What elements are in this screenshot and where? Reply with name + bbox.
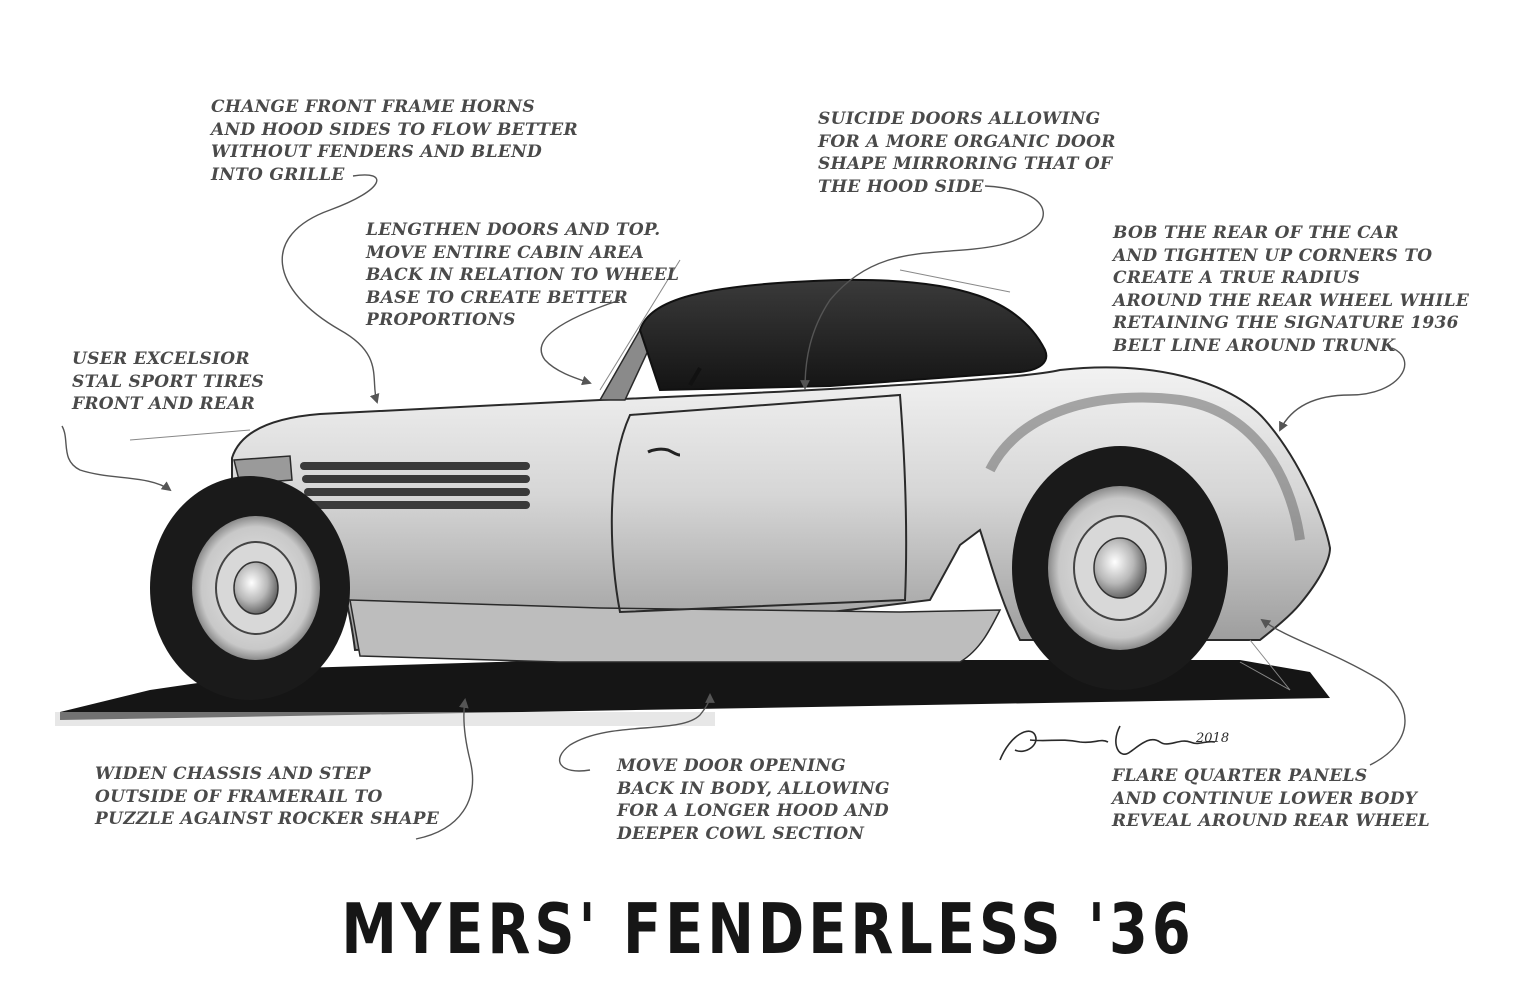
note-line: FLARE QUARTER PANELS	[1112, 766, 1368, 786]
note-flare-quarters: FLARE QUARTER PANELS AND CONTINUE LOWER …	[1112, 765, 1430, 833]
rear-wheel	[1012, 446, 1228, 690]
note-line: CHANGE FRONT FRAME HORNS	[211, 97, 535, 117]
soft-top	[638, 278, 1048, 392]
note-line: AROUND THE REAR WHEEL WHILE	[1113, 290, 1470, 311]
leader-tires	[61, 425, 172, 492]
note-line: BOB THE REAR OF THE CAR	[1113, 223, 1399, 243]
note-line: AND CONTINUE LOWER BODY	[1112, 788, 1418, 809]
front-wheel	[150, 476, 350, 700]
leader-front-frame	[281, 174, 380, 404]
note-line: FOR A MORE ORGANIC DOOR	[818, 131, 1116, 152]
leader-lengthen-doors	[540, 299, 621, 386]
leader-move-door	[558, 693, 715, 772]
note-line: DEEPER COWL SECTION	[617, 823, 865, 844]
note-line: STAL SPORT TIRES	[72, 371, 265, 392]
note-line: WITHOUT FENDERS AND BLEND	[211, 142, 542, 162]
note-line: PUZZLE AGAINST ROCKER SHAPE	[95, 809, 440, 829]
note-line: MOVE DOOR OPENING	[617, 756, 846, 776]
note-tires: USER EXCELSIOR STAL SPORT TIRES FRONT AN…	[72, 348, 264, 416]
note-line: SUICIDE DOORS ALLOWING	[818, 109, 1101, 129]
note-line: MOVE ENTIRE CABIN AREA	[366, 242, 645, 263]
note-line: FOR A LONGER HOOD AND	[617, 801, 889, 821]
note-line: BACK IN BODY, ALLOWING	[617, 778, 890, 799]
note-bob-rear: BOB THE REAR OF THE CAR AND TIGHTEN UP C…	[1113, 222, 1469, 357]
note-line: AND TIGHTEN UP CORNERS TO	[1113, 245, 1433, 266]
hood-louvers	[300, 462, 530, 509]
leader-flare-quarters	[1260, 618, 1406, 766]
note-line: FRONT AND REAR	[72, 394, 256, 414]
note-front-frame: CHANGE FRONT FRAME HORNS AND HOOD SIDES …	[211, 96, 578, 186]
note-lengthen-doors: LENGTHEN DOORS AND TOP. MOVE ENTIRE CABI…	[366, 219, 679, 332]
page-title: MYERS' FENDERLESS '36	[341, 888, 1195, 970]
leader-suicide-doors	[800, 185, 1044, 390]
note-line: PROPORTIONS	[366, 310, 516, 330]
note-line: REVEAL AROUND REAR WHEEL	[1112, 811, 1430, 831]
note-line: SHAPE MIRRORING THAT OF	[818, 154, 1113, 174]
note-line: RETAINING THE SIGNATURE 1936	[1113, 313, 1459, 333]
note-line: USER EXCELSIOR	[72, 349, 250, 369]
note-line: LENGTHEN DOORS AND TOP.	[366, 220, 661, 240]
callout-lines	[61, 174, 1406, 840]
leader-widen-chassis	[415, 698, 474, 840]
note-move-door: MOVE DOOR OPENING BACK IN BODY, ALLOWING…	[617, 755, 890, 845]
note-line: THE HOOD SIDE	[818, 176, 984, 197]
note-line: WIDEN CHASSIS AND STEP	[95, 764, 371, 784]
leader-bob-rear	[1279, 347, 1406, 432]
artist-signature	[999, 725, 1216, 761]
note-line: BACK IN RELATION TO WHEEL	[366, 265, 680, 285]
note-line: AND HOOD SIDES TO FLOW BETTER	[211, 119, 578, 140]
note-widen-chassis: WIDEN CHASSIS AND STEP OUTSIDE OF FRAMER…	[95, 763, 439, 831]
note-line: CREATE A TRUE RADIUS	[1113, 268, 1361, 288]
note-line: INTO GRILLE	[211, 164, 345, 185]
note-suicide-doors: SUICIDE DOORS ALLOWING FOR A MORE ORGANI…	[818, 108, 1116, 198]
note-line: BASE TO CREATE BETTER	[366, 287, 628, 308]
note-line: OUTSIDE OF FRAMERAIL TO	[95, 786, 383, 807]
signature-year: 2018	[1195, 731, 1229, 746]
ground-shadow	[55, 660, 1330, 726]
note-line: BELT LINE AROUND TRUNK	[1113, 335, 1396, 356]
